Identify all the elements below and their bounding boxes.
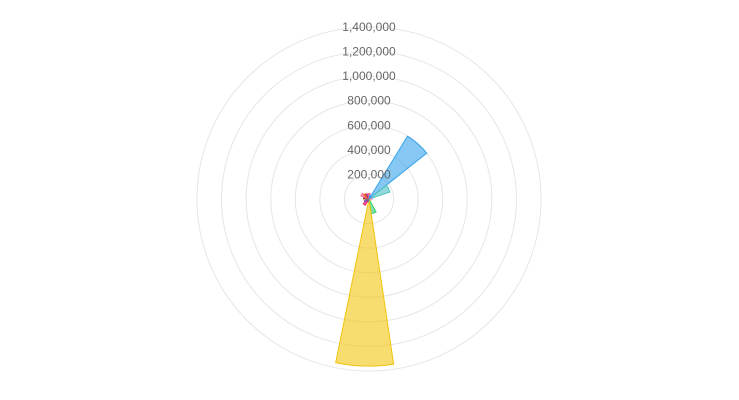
slice-0[interactable] (368, 135, 428, 200)
r-tick-label: 1,000,000 (342, 69, 396, 83)
slice-7[interactable] (335, 198, 395, 367)
r-tick-label: 1,400,000 (342, 20, 396, 34)
r-tick-label: 600,000 (347, 118, 391, 132)
r-tick-label: 400,000 (347, 143, 391, 157)
grid-circle (196, 26, 542, 372)
r-tick-label: 200,000 (347, 167, 391, 181)
slice-1[interactable] (368, 184, 391, 200)
r-tick-label: 1,200,000 (342, 45, 396, 59)
r-tick-label: 800,000 (347, 94, 391, 108)
radial-tick-labels: 200,000 400,000 600,000 800,000 1,000,000 1,2… (342, 20, 396, 181)
slice-17[interactable] (368, 194, 372, 200)
slices (335, 135, 428, 367)
